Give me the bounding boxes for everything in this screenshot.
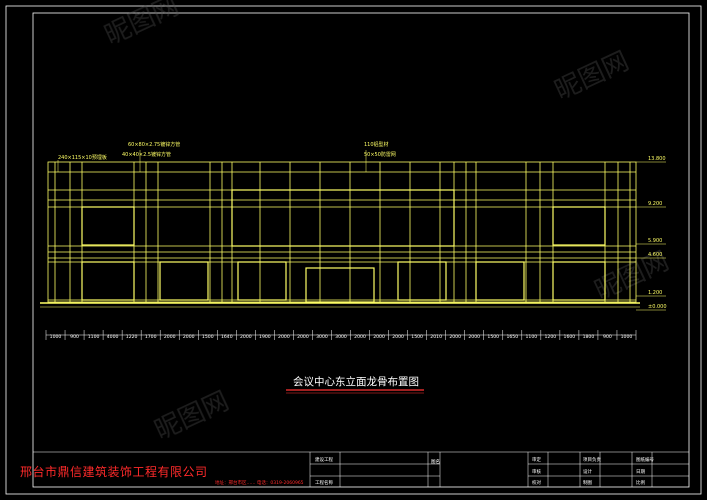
facade — [40, 161, 640, 308]
facade-horizontal-members — [48, 171, 636, 301]
dimension-label: 1500 — [487, 334, 499, 340]
dimension-label: 1500 — [202, 334, 214, 340]
title-cell: 审核 — [532, 468, 541, 475]
elevation-label: ±0.000 — [648, 304, 667, 310]
window-panel — [159, 261, 209, 301]
callout-label: 60×80×2.75镀锌方管 — [128, 141, 180, 148]
callout-label: 110铝型材 — [364, 141, 389, 148]
drawing-title: 会议中心东立面龙骨布置图 — [293, 375, 419, 388]
callout-label: 240×115×10预埋板 — [58, 154, 107, 161]
outer-border — [5, 5, 702, 495]
dimension-label: 1640 — [221, 334, 233, 340]
dimension-labels: 1000 900 1100 4000 1220 1700 2000 2000 1500 1640 2… — [50, 334, 633, 340]
title-cell: 设计 — [583, 468, 592, 475]
watermark-text: 昵图网 — [150, 386, 233, 446]
elevation-label: 4.600 — [648, 252, 662, 258]
curtain-wall — [231, 189, 455, 247]
title-cell: 比例 — [636, 479, 645, 486]
dimension-label: 2000 — [240, 334, 252, 340]
dimension-label: 3000 — [335, 334, 347, 340]
drawing-label: 工程名称 — [315, 479, 333, 486]
dimension-label: 900 — [603, 334, 612, 340]
title-block — [33, 451, 689, 487]
dimension-label: 2000 — [468, 334, 480, 340]
window-panel — [81, 206, 135, 246]
facade-vertical-members — [54, 162, 631, 302]
dimension-label: 1900 — [259, 334, 271, 340]
dimension-label: 1800 — [583, 334, 595, 340]
entrance — [305, 267, 375, 303]
dimension-label: 1200 — [545, 334, 557, 340]
elevation-label: 13.800 — [648, 156, 666, 162]
dimension-label: 2000 — [354, 334, 366, 340]
dimension-label: 3000 — [316, 334, 328, 340]
company-name: 邢台市鼎信建筑装饰工程有限公司 — [20, 465, 208, 479]
dimension-label: 1500 — [411, 334, 423, 340]
title-block-text: 建设工程 工程名称 图名 审定 项目负责 图纸编号 审核 设计 日期 校对 制图… — [315, 456, 654, 486]
window-panel — [81, 261, 135, 301]
title-cell: 日期 — [636, 469, 645, 475]
dimension-label: 1100 — [88, 334, 100, 340]
company-address: 地址：邢台市区…… 电话：0319-2060965 — [215, 479, 304, 486]
window-panel — [397, 261, 447, 301]
title-cell: 图纸编号 — [636, 456, 654, 463]
dimension-label: 2000 — [183, 334, 195, 340]
watermark-text: 昵图网 — [100, 0, 183, 51]
dimension-label: 1000 — [50, 334, 62, 340]
facade-outline — [47, 161, 637, 303]
watermark-text: 昵图网 — [550, 46, 633, 106]
elevation-markers: 13.800 9.200 5.900 4.600 1.200 ±0.000 — [636, 156, 667, 311]
dimension-label: 1100 — [525, 334, 537, 340]
window-panel — [237, 261, 287, 301]
dimension-line — [45, 330, 637, 340]
window-panel — [475, 261, 525, 301]
dimension-label: 2000 — [449, 334, 461, 340]
dimension-label: 2000 — [278, 334, 290, 340]
title-cell: 校对 — [532, 479, 541, 486]
dimension-label: 1000 — [621, 334, 633, 340]
dimension-label: 2010 — [430, 334, 442, 340]
dimension-label: 1650 — [506, 334, 518, 340]
project-label: 建设工程 — [315, 456, 333, 463]
dimension-label: 2000 — [373, 334, 385, 340]
sheet-label: 图名 — [431, 458, 440, 465]
callout-label: 40×40×2.5镀锌方管 — [122, 151, 171, 158]
dimension-label: 1220 — [126, 334, 138, 340]
dimension-label: 2000 — [297, 334, 309, 340]
window-panel — [552, 261, 606, 301]
elevation-label: 5.900 — [648, 238, 662, 244]
window-panel — [552, 206, 606, 246]
title-cell: 项目负责 — [583, 456, 601, 463]
title-cell: 制图 — [583, 479, 592, 486]
elevation-label: 9.200 — [648, 201, 662, 207]
dimension-label: 2000 — [164, 334, 176, 340]
dimension-label: 4000 — [107, 334, 119, 340]
dimension-label: 1600 — [564, 334, 576, 340]
dimension-label: 2000 — [392, 334, 404, 340]
dimension-label: 900 — [70, 334, 79, 340]
elevation-label: 1.200 — [648, 290, 662, 296]
inner-border — [32, 12, 690, 488]
callouts: 240×115×10预埋板 60×80×2.75镀锌方管 40×40×2.5镀锌… — [57, 141, 396, 172]
callout-label: 50×50防雷网 — [364, 151, 396, 158]
dimension-ticks — [45, 330, 637, 340]
dimension-label: 1700 — [145, 334, 157, 340]
title-cell: 审定 — [532, 456, 541, 463]
